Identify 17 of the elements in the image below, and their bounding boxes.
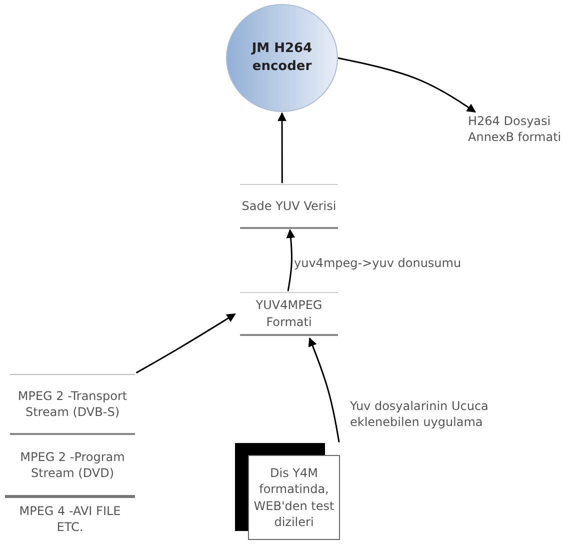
arrow (286, 229, 296, 292)
arrow (136, 313, 236, 374)
node-label: Sade YUV Verisi (242, 198, 336, 214)
node-label: YUV4MPEG Formati (254, 297, 324, 330)
node-label: MPEG 2 -Program Stream (DVD) (19, 448, 126, 482)
node-label: Dis Y4M formatinda, WEB'den test dizileri (252, 465, 336, 530)
node-label: JM H264 encoder (250, 40, 314, 76)
edge-label: yuv4mpeg->yuv donusumu (294, 255, 462, 272)
data-store (240, 292, 338, 336)
arrow (308, 337, 340, 442)
node-label: MPEG 4 -AVI FILE ETC. (18, 502, 122, 536)
file-card (248, 455, 340, 540)
arrow (338, 57, 476, 113)
arrow (278, 112, 287, 184)
node-label: MPEG 2 -Transport Stream (DVB-S) (16, 388, 128, 420)
output-label: H264 Dosyasi AnnexB formati (468, 112, 562, 146)
data-store (240, 184, 338, 229)
